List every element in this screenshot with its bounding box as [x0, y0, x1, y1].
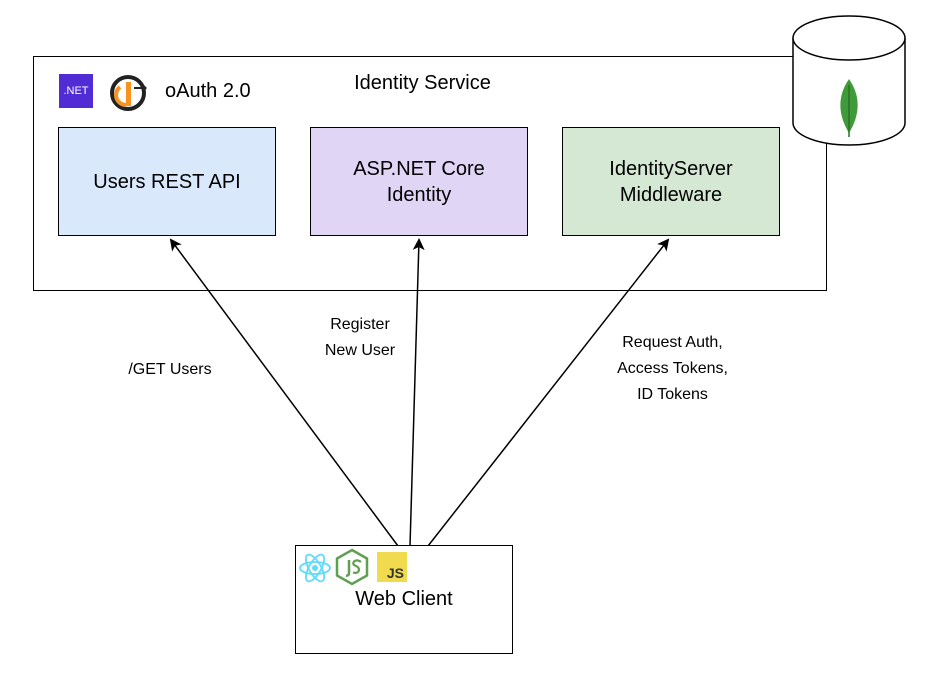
edge-label-register: Register New User: [324, 316, 396, 359]
javascript-icon: JS: [377, 552, 407, 582]
edge-label-get-users: /GET Users: [128, 361, 212, 378]
dotnet-badge: .NET: [59, 74, 93, 108]
identityserver-middleware-box: IdentityServer Middleware: [562, 127, 780, 236]
users-rest-api-box: Users REST API: [58, 127, 276, 236]
mongodb-database: [792, 15, 906, 146]
users-rest-api-label: Users REST API: [93, 170, 241, 193]
openid-icon: [110, 75, 147, 111]
mongodb-leaf-icon: [840, 79, 858, 137]
edge-label-auth: Request Auth, Access Tokens, ID Tokens: [617, 334, 728, 403]
aspnet-core-identity-label: ASP.NET Core Identity: [353, 157, 485, 206]
web-client-label: Web Client: [355, 588, 453, 610]
identityserver-middleware-label: IdentityServer Middleware: [609, 157, 733, 206]
react-icon: [299, 553, 331, 583]
nodejs-icon: [335, 548, 369, 586]
identity-service-title: Identity Service: [354, 72, 491, 94]
aspnet-core-identity-box: ASP.NET Core Identity: [310, 127, 528, 236]
arrow-register: [409, 238, 425, 547]
dotnet-badge-text: .NET: [63, 85, 89, 97]
arrow-auth: [427, 238, 670, 547]
js-badge-text: JS: [386, 565, 404, 581]
arrow-get-users: [169, 238, 399, 547]
oauth-label: oAuth 2.0: [165, 80, 251, 102]
